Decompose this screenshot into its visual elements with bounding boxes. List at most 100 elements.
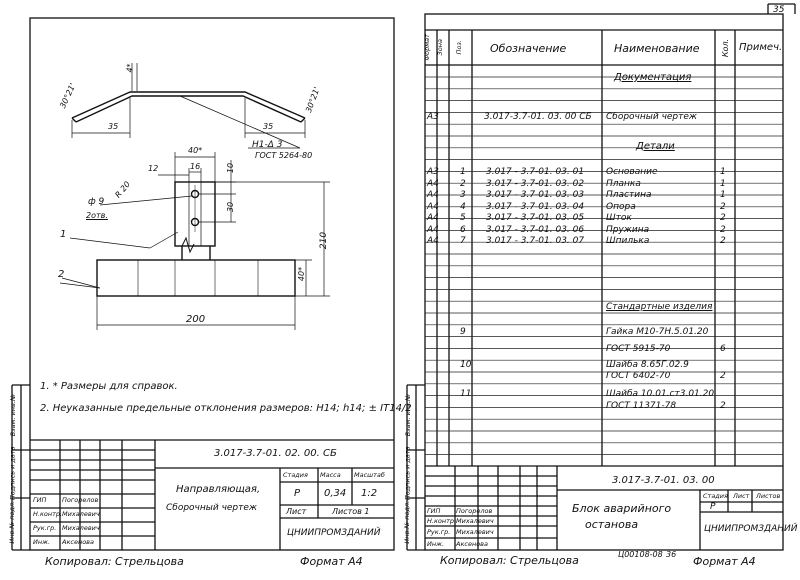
right-role-1: ГИП	[427, 507, 441, 515]
right-copied: Копировал: Стрельцова	[440, 554, 579, 567]
hdr-note: Примеч.	[739, 42, 783, 53]
right-sheet-label: Лист	[733, 492, 750, 500]
part-name: Опора	[606, 201, 636, 212]
part-format: А4	[427, 213, 439, 223]
std-name: ГОСТ 6402-70	[606, 371, 671, 381]
right-side-3: Взам. инв.№	[403, 394, 412, 437]
right-stage-label: Стадия	[703, 492, 728, 500]
part-name: Шток	[606, 213, 632, 223]
left-side-1: Инв.№ подл.	[8, 500, 17, 544]
callout-1: 1	[60, 229, 67, 240]
left-mass: 0,34	[324, 488, 347, 499]
part-qty: 1	[720, 178, 726, 189]
right-name-1: Погорелов	[456, 507, 493, 515]
hdr-zone: Зона	[435, 39, 444, 56]
hdr-qty: Кол.	[721, 38, 731, 58]
left-name-1: Погорелов	[62, 496, 99, 504]
hdr-name: Наименование	[614, 42, 700, 55]
part-designation: 3.017 - 3.7-01. 03. 03	[486, 190, 585, 200]
left-name-4: Аксенова	[62, 538, 94, 546]
left-role-2: Н.контр.	[33, 510, 63, 518]
left-col-stage: Стадия	[283, 471, 308, 479]
right-role-2: Н.контр.	[427, 517, 457, 525]
left-side-3: Взам. инв.№	[8, 394, 17, 437]
part-pos: 2	[460, 178, 466, 189]
part-format: А4	[427, 178, 439, 189]
part-name: Основание	[606, 167, 658, 177]
left-role-1: ГИП	[33, 496, 47, 504]
left-side-2: Подпись и дата	[8, 446, 17, 501]
left-scale: 1:2	[361, 488, 378, 499]
right-sheets-label: Листов	[756, 492, 781, 500]
std-pos: 10	[460, 360, 472, 370]
part-qty: 2	[720, 236, 726, 246]
dim-gap: 4*	[125, 63, 135, 73]
right-name-3: Михалевич	[456, 528, 494, 536]
std-name: Гайка М10-7Н.5.01.20	[606, 327, 709, 337]
left-title-2: Сборочный чертеж	[166, 503, 258, 513]
section-parts: Детали	[636, 141, 675, 152]
std-qty: 2	[720, 371, 726, 381]
dim-length: 200	[186, 314, 206, 325]
doc-format: А3	[427, 112, 439, 122]
right-stage: Р	[710, 502, 716, 512]
page-number: 35	[773, 5, 785, 15]
part-designation: 3.017 - 3.7-01. 03. 02	[486, 178, 585, 189]
left-name-3: Михалевич	[62, 524, 100, 532]
part-name: Шпилька	[606, 236, 650, 246]
weld-std: ГОСТ 5264-80	[255, 151, 313, 160]
dim-mid: 30	[226, 201, 236, 213]
part-format: А4	[427, 224, 439, 235]
right-side-2: Подпись и дата	[403, 446, 412, 501]
right-name-4: Аксенова	[456, 540, 488, 548]
dim-height: 210	[319, 231, 330, 250]
section-docs: Документация	[614, 72, 692, 83]
left-role-4: Инж.	[33, 538, 51, 546]
callout-2: 2	[58, 269, 65, 280]
part-name: Пластина	[606, 190, 652, 200]
std-name: Шайба 10.01.cт3.01.20	[606, 389, 715, 399]
part-drawing	[59, 63, 330, 330]
part-qty: 2	[720, 224, 726, 235]
dim-top-width: 40*	[188, 146, 203, 155]
std-name: ГОСТ 11371-78	[606, 401, 677, 411]
part-pos: 6	[460, 224, 466, 235]
left-title-1: Направляющая,	[176, 484, 261, 495]
dim-leg-left: 35	[108, 122, 119, 131]
std-name: Шайба 8.65Г.02.9	[606, 360, 689, 370]
part-pos: 5	[460, 213, 466, 223]
dim-base-height: 40*	[297, 266, 307, 282]
part-format: А4	[427, 190, 439, 200]
dim-hole-count: 2отв.	[86, 211, 108, 220]
note-1: 1. * Размеры для справок.	[40, 381, 178, 392]
right-code-page: 36	[666, 550, 677, 559]
doc-designation: 3.017-3.7-01. 03. 00 СБ	[484, 112, 592, 122]
part-pos: 3	[460, 190, 466, 200]
right-side-1: Инв.№ подл.	[403, 500, 412, 544]
section-std: Стандартные изделия	[606, 302, 713, 312]
std-name: ГОСТ 5915-70	[606, 344, 671, 354]
right-org: ЦНИИПРОМЗДАНИЙ	[704, 524, 798, 534]
right-name-2: Михалевич	[456, 517, 494, 525]
left-org: ЦНИИПРОМЗДАНИЙ	[287, 528, 381, 538]
part-format: А4	[427, 236, 439, 246]
left-sheet-label: Лист	[286, 507, 307, 516]
doc-name: Сборочный чертеж	[606, 112, 698, 122]
part-pos: 4	[460, 201, 466, 212]
left-col-mass: Масса	[320, 471, 341, 479]
dim-inner: 16	[190, 162, 201, 171]
part-pos: 1	[460, 167, 466, 177]
part-qty: 1	[720, 167, 726, 177]
hdr-designation: Обозначение	[490, 42, 567, 55]
left-sheets-label: Листов 1	[332, 507, 370, 516]
part-designation: 3.017 - 3.7-01. 03. 05	[486, 213, 585, 223]
part-pos: 7	[460, 236, 466, 246]
std-pos: 9	[460, 327, 466, 337]
weld-mark: H1-Δ 3	[252, 140, 283, 150]
left-designation: 3.017-3.7-01. 02. 00. СБ	[214, 448, 337, 459]
part-designation: 3.017 - 3.7-01. 03. 01	[486, 167, 585, 177]
left-stage: Р	[294, 488, 301, 499]
left-format: Формат А4	[300, 555, 363, 568]
part-qty: 1	[720, 190, 726, 200]
